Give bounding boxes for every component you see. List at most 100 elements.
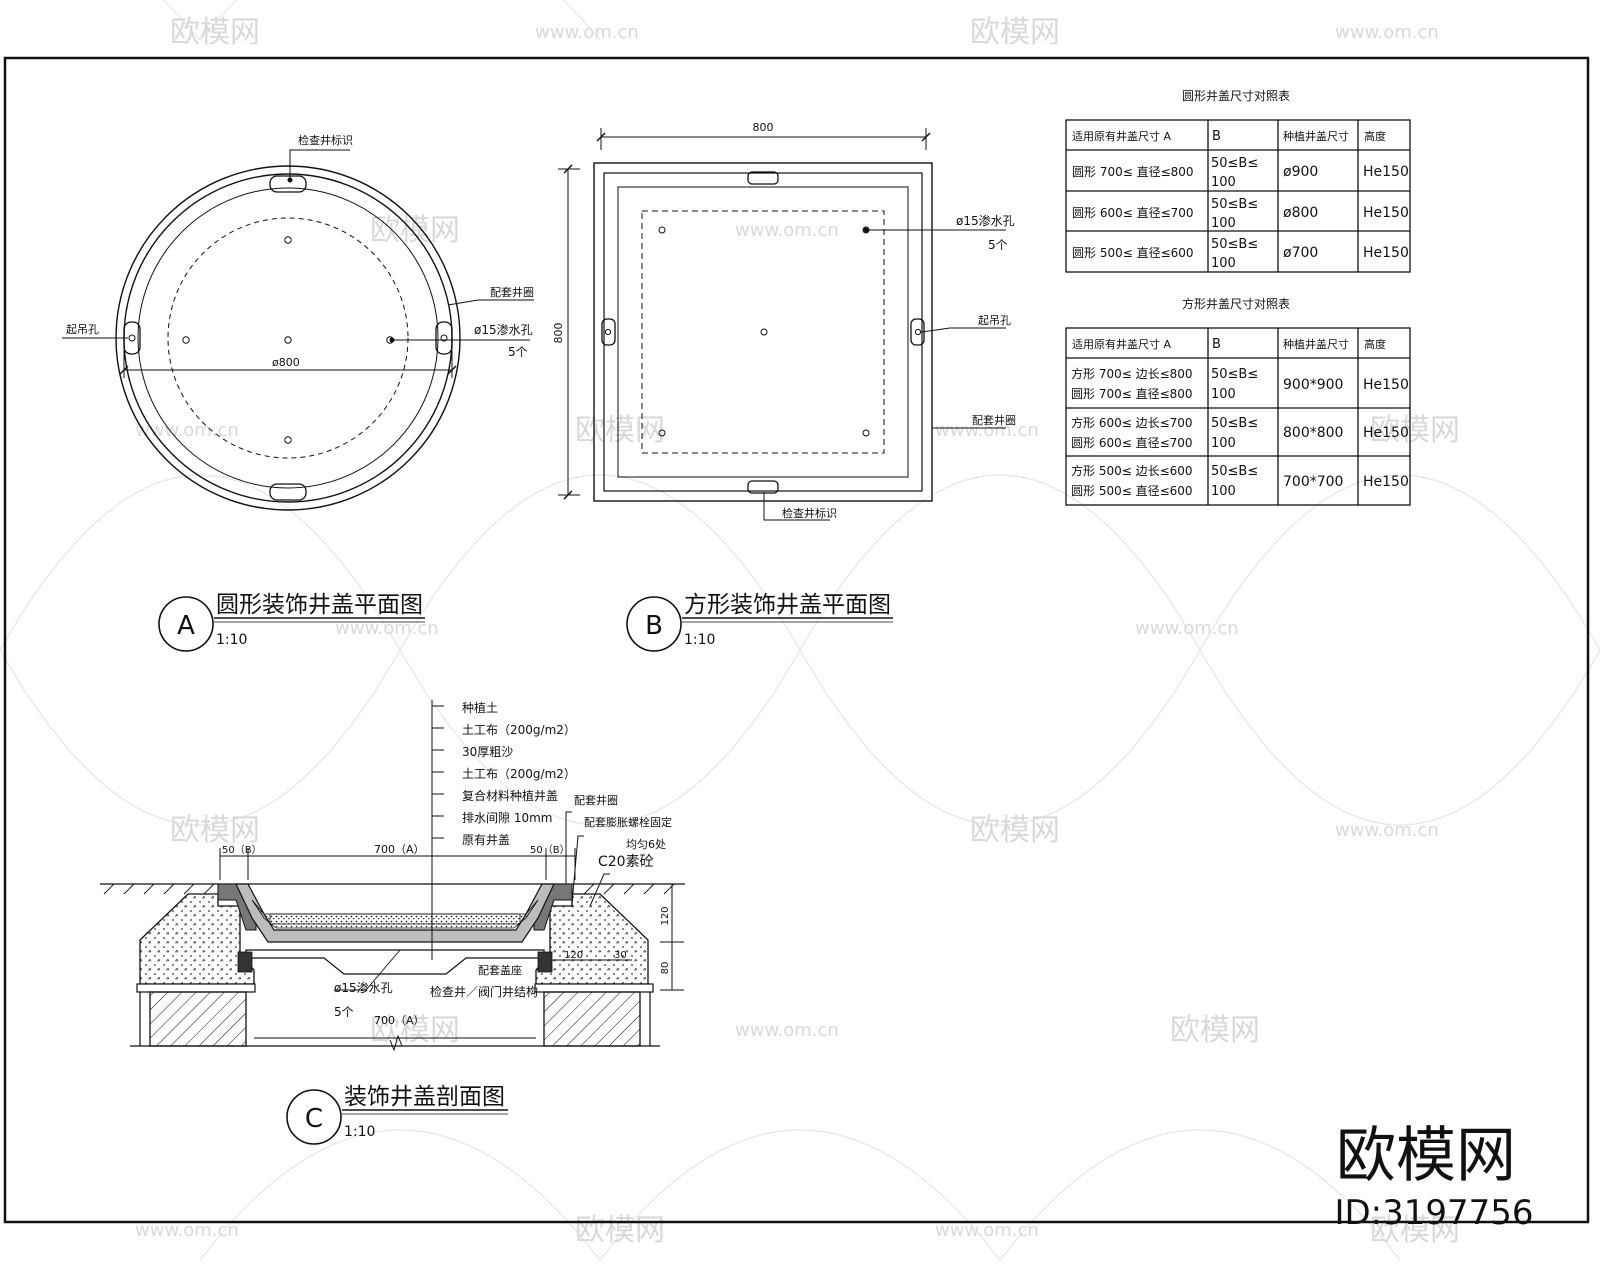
view-b-square-plan bbox=[558, 128, 1006, 521]
table-round-header: 种植井盖尺寸 bbox=[1283, 129, 1349, 143]
table-round-cell: ø800 bbox=[1283, 205, 1318, 221]
watermark-brand: 欧模网 bbox=[970, 15, 1060, 50]
seepage-hole bbox=[284, 236, 292, 244]
watermark-site: www.om.cn bbox=[535, 22, 639, 43]
watermark-site: www.om.cn bbox=[735, 1020, 839, 1041]
table-round-header: B bbox=[1212, 129, 1221, 144]
table-round-cell-b1: 50≤B≤ bbox=[1211, 237, 1258, 252]
table-square-cell: He150 bbox=[1363, 474, 1409, 490]
table-round-cell: ø900 bbox=[1283, 164, 1318, 180]
view-c-section bbox=[100, 700, 685, 1052]
view-c-scale: 1:10 bbox=[344, 1124, 375, 1140]
view-c-letter: C bbox=[305, 1104, 323, 1134]
table-round bbox=[1065, 119, 1411, 273]
table-round-cell-b1: 50≤B≤ bbox=[1211, 156, 1258, 171]
watermark-site: www.om.cn bbox=[135, 420, 239, 441]
layer-label: 排水间隙 10mm bbox=[462, 811, 552, 825]
table-square-cell-b1: 50≤B≤ bbox=[1211, 464, 1258, 479]
label-a-hole: ø15渗水孔 bbox=[474, 322, 533, 337]
brand-corner-name: 欧模网 bbox=[1336, 1121, 1516, 1191]
watermark-brand: 欧模网 bbox=[575, 1213, 665, 1248]
concrete-collar-left bbox=[139, 893, 255, 985]
layer-label: 原有井盖 bbox=[462, 833, 510, 847]
table-round-cell-b1: 50≤B≤ bbox=[1211, 197, 1258, 212]
drawing-frame bbox=[3, 56, 1590, 1224]
view-b-scale: 1:10 bbox=[684, 632, 715, 648]
mark-slot-bottom bbox=[747, 480, 779, 494]
dim-c-bottom: 700（A） bbox=[374, 1014, 425, 1027]
dim-b-left: 800 bbox=[552, 323, 565, 344]
watermark-brand: 欧模网 bbox=[370, 1013, 460, 1048]
lift-hole-left bbox=[601, 318, 616, 346]
planting-cover bbox=[235, 883, 555, 943]
dim-c-top-mid: 700（A） bbox=[374, 843, 425, 856]
view-b-letter: B bbox=[645, 611, 663, 641]
table-round-cell: He150 bbox=[1363, 245, 1409, 261]
table-square-cell: He150 bbox=[1363, 377, 1409, 393]
seepage-hole bbox=[284, 336, 292, 344]
table-round-cell: ø700 bbox=[1283, 245, 1318, 261]
label-b-frame: 配套井圈 bbox=[972, 413, 1016, 427]
table-round-cell-b2: 100 bbox=[1211, 216, 1236, 231]
label-c-concrete: C20素砼 bbox=[598, 854, 654, 870]
table-square-cell-b1: 50≤B≤ bbox=[1211, 416, 1258, 431]
table-round-cell: He150 bbox=[1363, 205, 1409, 221]
table-square-cell: 圆形 700≤ 直径≤800 bbox=[1071, 387, 1193, 401]
label-c-bolt: 配套膨胀螺栓固定 bbox=[584, 815, 672, 829]
table-square-cell: 圆形 600≤ 直径≤700 bbox=[1071, 436, 1193, 450]
view-a-round-plan bbox=[62, 149, 534, 511]
lift-hole-right bbox=[435, 321, 453, 355]
view-c-title: 装饰井盖剖面图 bbox=[344, 1084, 505, 1110]
table-square-cell: He150 bbox=[1363, 425, 1409, 441]
mark-slot-bottom bbox=[269, 483, 307, 501]
table-round-header: 适用原有井盖尺寸 A bbox=[1072, 129, 1171, 143]
view-b-title-block bbox=[626, 596, 893, 652]
table-square-cell: 方形 600≤ 边长≤700 bbox=[1071, 415, 1193, 430]
watermark-site: www.om.cn bbox=[1335, 22, 1439, 43]
watermark-brand: 欧模网 bbox=[1170, 1013, 1260, 1048]
view-c-title-block bbox=[286, 1089, 508, 1145]
view-a-letter: A bbox=[177, 611, 195, 641]
label-a-hole-count: 5个 bbox=[508, 345, 528, 359]
concrete-collar-right bbox=[535, 893, 649, 985]
label-c-frame: 配套井圈 bbox=[574, 793, 618, 807]
table-square-header: B bbox=[1212, 337, 1221, 352]
label-c-seat: 配套盖座 bbox=[478, 963, 522, 977]
dim-c-mid-1: 120 bbox=[564, 950, 583, 961]
mark-slot-top bbox=[747, 171, 779, 185]
watermark-brand: 欧模网 bbox=[170, 813, 260, 848]
table-square-cell-b2: 100 bbox=[1211, 436, 1236, 451]
table-square-cell: 700*700 bbox=[1283, 474, 1343, 490]
label-c-hole-count: 5个 bbox=[334, 1005, 354, 1019]
layer-label: 土工布（200g/m2） bbox=[462, 723, 576, 737]
well-wall-right bbox=[543, 991, 641, 1047]
seepage-hole bbox=[182, 336, 190, 344]
watermark-site: www.om.cn bbox=[135, 1220, 239, 1241]
dim-c-right-2: 80 bbox=[660, 962, 671, 975]
mark-slot-top bbox=[269, 175, 307, 193]
seepage-hole bbox=[284, 436, 292, 444]
label-b-hole: ø15渗水孔 bbox=[956, 213, 1015, 228]
label-b-hole-count: 5个 bbox=[988, 238, 1008, 252]
watermark-site: www.om.cn bbox=[935, 1220, 1039, 1241]
table-square-title: 方形井盖尺寸对照表 bbox=[1182, 296, 1290, 311]
table-round-cell: 圆形 700≤ 直径≤800 bbox=[1072, 165, 1194, 179]
label-c-hole: ø15渗水孔 bbox=[334, 980, 393, 995]
dim-c-top-left: 50（B） bbox=[222, 844, 262, 856]
layer-label: 土工布（200g/m2） bbox=[462, 767, 576, 781]
table-round-cell: 圆形 500≤ 直径≤600 bbox=[1072, 246, 1194, 260]
table-square-cell-b1: 50≤B≤ bbox=[1211, 367, 1258, 382]
table-square-header: 适用原有井盖尺寸 A bbox=[1072, 337, 1171, 351]
label-b-mark: 检查井标识 bbox=[782, 506, 837, 520]
dim-c-top-right: 50（B） bbox=[530, 844, 570, 856]
table-round-title: 圆形井盖尺寸对照表 bbox=[1182, 89, 1290, 103]
watermark-site: www.om.cn bbox=[735, 220, 839, 241]
table-square-header: 高度 bbox=[1364, 337, 1386, 351]
view-b-title: 方形装饰井盖平面图 bbox=[684, 592, 891, 618]
label-a-mark: 检查井标识 bbox=[298, 133, 353, 147]
label-a-lift: 起吊孔 bbox=[66, 323, 99, 336]
table-round-header: 高度 bbox=[1364, 129, 1386, 143]
layer-label: 复合材料种植井盖 bbox=[462, 788, 558, 803]
well-wall-left bbox=[149, 991, 247, 1047]
